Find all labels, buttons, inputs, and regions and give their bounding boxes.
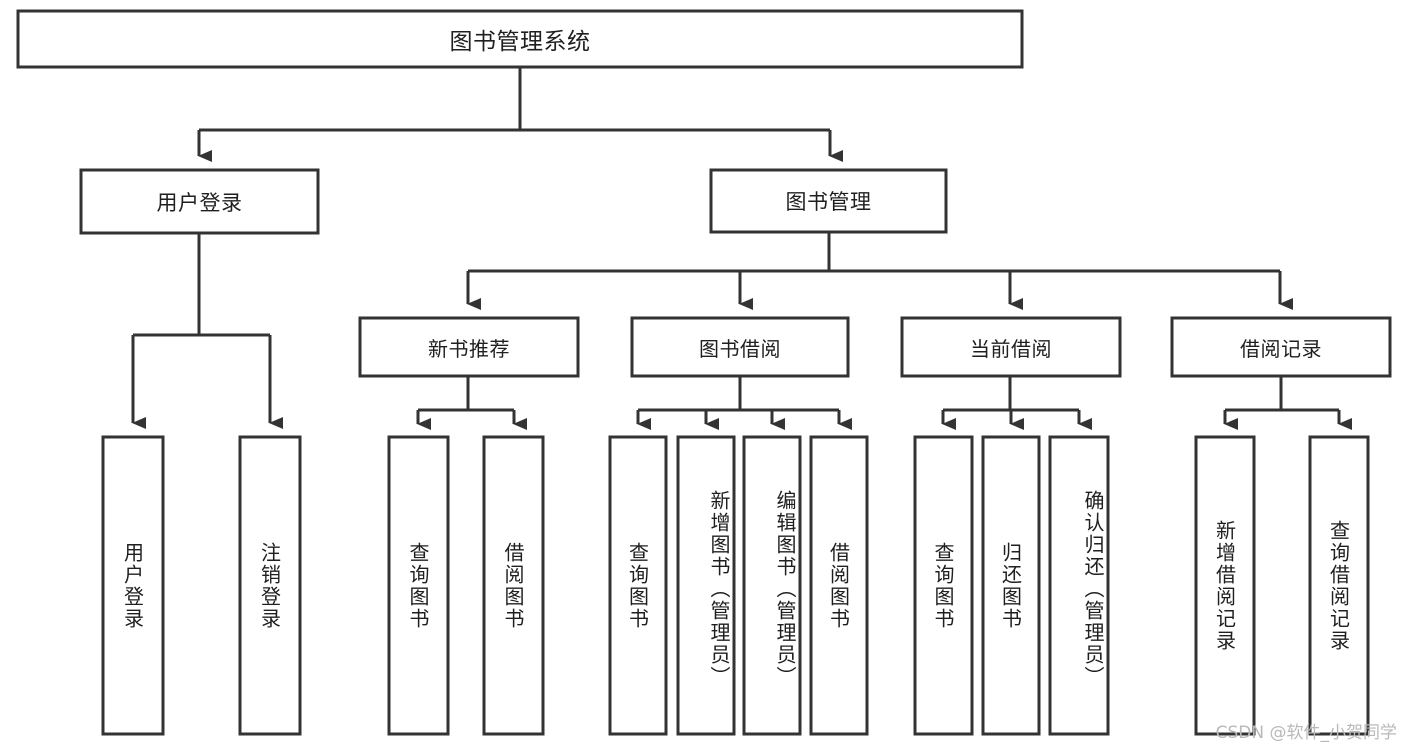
node-box-book-management[interactable] [709,168,948,234]
leaf-box-edit-book-admin[interactable] [742,435,802,736]
leaf-box-borrow-book-rec[interactable] [482,435,545,736]
leaf-box-query-book-current[interactable] [913,435,974,736]
leaf-box-borrow-book[interactable] [809,435,869,736]
leaf-box-add-borrow-record[interactable] [1194,435,1256,736]
leaf-box-logout[interactable] [238,435,302,736]
node-box-root[interactable] [16,9,1024,69]
node-box-borrow-record[interactable] [1170,316,1392,378]
node-box-current-borrow[interactable] [900,316,1122,378]
leaf-box-return-book[interactable] [981,435,1041,736]
leaf-box-query-borrow-record[interactable] [1308,435,1370,736]
leaf-box-user-login[interactable] [101,435,165,736]
leaf-box-confirm-return-admin[interactable] [1048,435,1110,736]
leaf-box-add-book-admin[interactable] [676,435,736,736]
node-box-new-book-recommend[interactable] [358,316,580,378]
leaf-box-query-book-rec[interactable] [387,435,450,736]
node-box-user-login[interactable] [79,168,320,235]
node-box-book-borrow[interactable] [630,316,850,378]
leaf-box-query-book-borrow[interactable] [608,435,668,736]
